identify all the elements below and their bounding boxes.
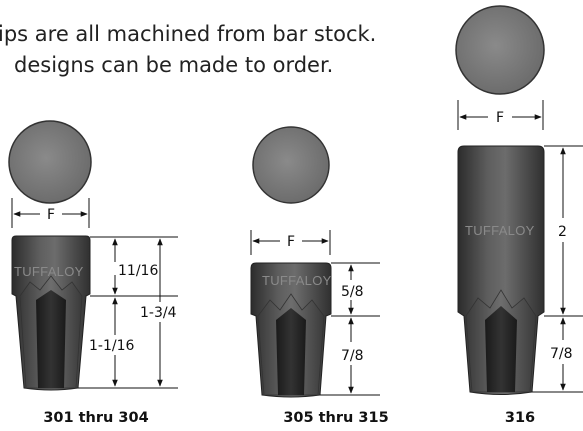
tip-1-dim-top: 11/16 (118, 263, 158, 279)
tip-3-brand-text: TUFFALOY (465, 223, 535, 238)
tip-2-dim-top: 5/8 (341, 284, 364, 300)
tip-3-face-icon (455, 5, 545, 95)
tip-301-304: F TUFFALOY 11/16 1-1/16 1-3/4 301 thru 3… (8, 120, 178, 426)
tip-3-dim-top: 2 (558, 224, 567, 240)
intro-line-1: ips are all machined from bar stock. (0, 22, 377, 46)
tip-1-brand-text: TUFFALOY (14, 264, 84, 279)
tip-1-dim-overall: 1-3/4 (140, 305, 177, 321)
tip-2-caption: 305 thru 315 (283, 410, 388, 426)
intro-text: ips are all machined from bar stock. des… (0, 19, 428, 81)
tip-1-diameter-label: F (47, 207, 55, 223)
tip-3-caption: 316 (505, 410, 535, 426)
tip-3-dim-bottom: 7/8 (550, 346, 573, 362)
tip-305-315: F TUFFALOY 5/8 7/8 305 thru 315 (250, 126, 389, 426)
tip-2-face-icon (252, 126, 330, 204)
tip-2-diameter-label: F (287, 234, 295, 250)
tip-1-dim-bottom: 1-1/16 (89, 338, 134, 354)
tip-2-dim-bottom: 7/8 (341, 348, 364, 364)
tip-2-brand-text: TUFFALOY (262, 273, 332, 288)
intro-line-2: designs can be made to order. (14, 53, 334, 77)
tip-3-diameter-label: F (496, 110, 504, 126)
tip-1-face-icon (8, 120, 92, 204)
tip-1-caption: 301 thru 304 (43, 410, 148, 426)
tip-316: F TUFFALOY 2 7/8 316 (455, 5, 583, 426)
